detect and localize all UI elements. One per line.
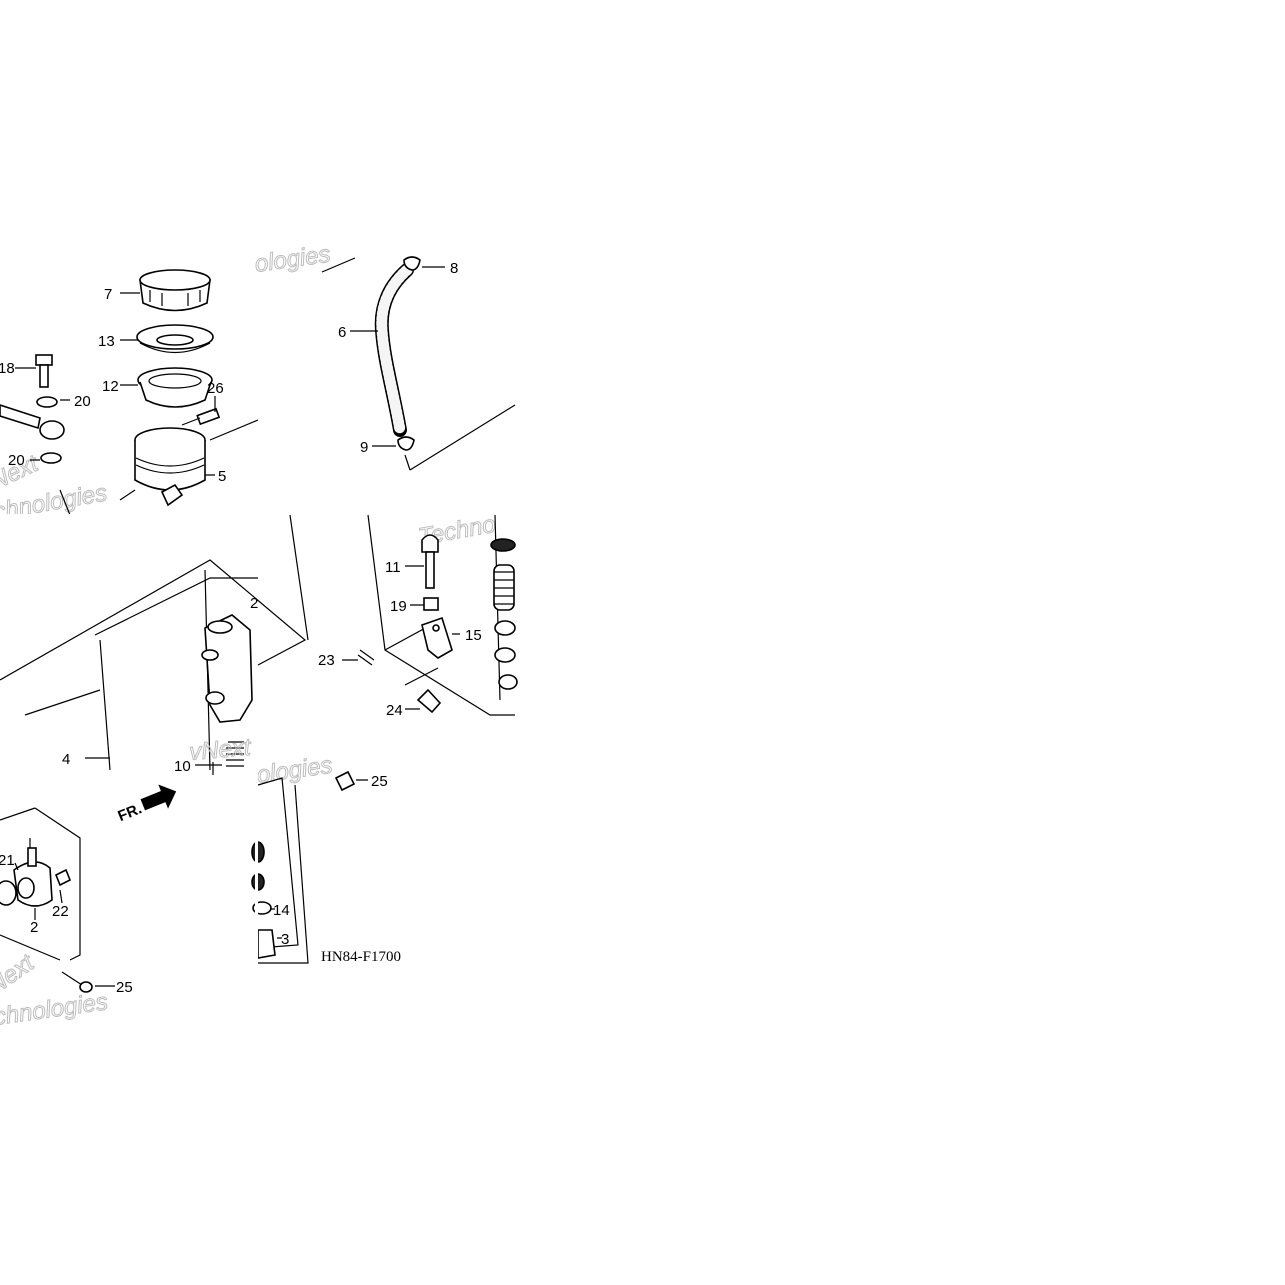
lock-nut-part [423, 597, 439, 611]
callout-label: 18 [0, 360, 15, 377]
banjo-bolt-shank [39, 364, 49, 388]
reservoir-bands [135, 457, 205, 474]
watermark-text: ologies [253, 241, 332, 278]
leader-lines [14, 838, 115, 987]
watermark-text: chnologies [0, 988, 109, 1031]
spring-part [226, 741, 244, 767]
callout-label: 14 [273, 902, 290, 919]
screw-shank [181, 417, 201, 426]
callout-label: 23 [318, 652, 335, 669]
leader-lines [15, 292, 216, 476]
callout-label: 5 [218, 468, 226, 485]
watermark-text: vNext [188, 734, 253, 766]
bolt-part [61, 971, 83, 986]
callout-label: 22 [52, 903, 69, 920]
push-rod-tile: Techno 11 19 15 23 24 [318, 510, 518, 719]
frame-lines [321, 257, 516, 471]
cotter-pin-part [357, 649, 375, 666]
hose-clip-part [403, 256, 421, 271]
push-rod-shaft [425, 551, 435, 589]
banjo-eye [39, 420, 65, 440]
push-rod-part [421, 534, 439, 553]
joint-nipple [27, 847, 37, 867]
leader-lines [342, 565, 460, 710]
frame-lines [0, 807, 81, 961]
seal-part [490, 538, 516, 552]
joint-tile: Next chnologies FR. 21 2 22 25 [0, 784, 177, 1031]
callout-label: 10 [174, 758, 191, 775]
washer-part [36, 396, 58, 408]
screw-part [54, 868, 72, 887]
diaphragm-inner [148, 373, 202, 389]
joint-pin-part [416, 688, 442, 714]
callout-label: 4 [62, 751, 70, 768]
o-ring-part [0, 880, 17, 906]
watermark-text: Next [0, 949, 40, 1000]
cylinder-boss [205, 691, 225, 705]
callout-label: 13 [98, 333, 115, 350]
plate-rim [139, 342, 211, 353]
callout-label: 2 [30, 919, 38, 936]
callout-label: 20 [8, 452, 25, 469]
seal-part [498, 674, 518, 690]
diaphragm-body [139, 381, 212, 408]
cylinder-port [207, 620, 233, 634]
tile-seam [255, 770, 258, 970]
reservoir-plate-hole [156, 334, 194, 346]
piston-spring-coils [494, 571, 514, 605]
frame-lines [257, 777, 309, 964]
direction-label: FR. [115, 800, 144, 825]
bolt-head [79, 981, 93, 993]
diagram-code: HN84-F1700 [321, 949, 401, 965]
callout-label: 25 [371, 773, 388, 790]
boot-part [257, 929, 276, 959]
brake-hose-part [0, 404, 41, 430]
seal-part [494, 620, 516, 636]
callout-label: 15 [465, 627, 482, 644]
clevis-part [421, 616, 453, 659]
joint-bore [17, 877, 35, 899]
callout-label: 21 [0, 852, 15, 869]
screw-part [196, 407, 221, 426]
callout-label: 19 [390, 598, 407, 615]
reservoir-nozzle [160, 483, 184, 507]
hose-clip-part [397, 436, 415, 451]
reservoir-body [134, 440, 206, 491]
callout-label: 9 [360, 439, 368, 456]
reservoir-cap-top [139, 269, 211, 291]
seal-part [494, 647, 516, 663]
tile-seam [0, 514, 258, 520]
callout-label: 3 [281, 931, 289, 948]
washer-part [40, 452, 62, 464]
callout-label: 11 [385, 559, 401, 576]
leader-lines [270, 779, 368, 939]
piston-kit-tile: ologies 25 14 3 HN84-F1700 [251, 751, 401, 965]
bolt-part [334, 770, 356, 792]
reservoir-tile: Next chnologies 7 [0, 269, 259, 526]
leader-lines [350, 266, 445, 447]
front-direction-arrow: FR. [115, 784, 177, 825]
cylinder-boss [201, 649, 219, 661]
banjo-bolt-part [35, 354, 53, 366]
clevis-hole [432, 624, 440, 632]
callout-label: 20 [74, 393, 91, 410]
arrow-icon [140, 784, 177, 811]
watermark-text: ologies [255, 752, 334, 789]
hose-tile: ologies 6 8 9 [253, 240, 516, 471]
callout-label: 2 [250, 595, 258, 612]
callout-label: 6 [338, 324, 346, 341]
frame-lines [59, 419, 259, 516]
master-cylinder-tile: vNext 4 10 2 [0, 514, 309, 775]
callout-label: 8 [450, 260, 458, 277]
cap-ribs [149, 290, 201, 306]
callout-label: 12 [102, 378, 119, 395]
callout-label: 24 [386, 702, 403, 719]
frame-lines [0, 514, 309, 771]
callout-label: 26 [207, 380, 224, 397]
leader-lines [85, 757, 222, 775]
hose-texture [376, 264, 413, 436]
callout-label: 25 [116, 979, 133, 996]
callout-label: 7 [104, 286, 112, 303]
